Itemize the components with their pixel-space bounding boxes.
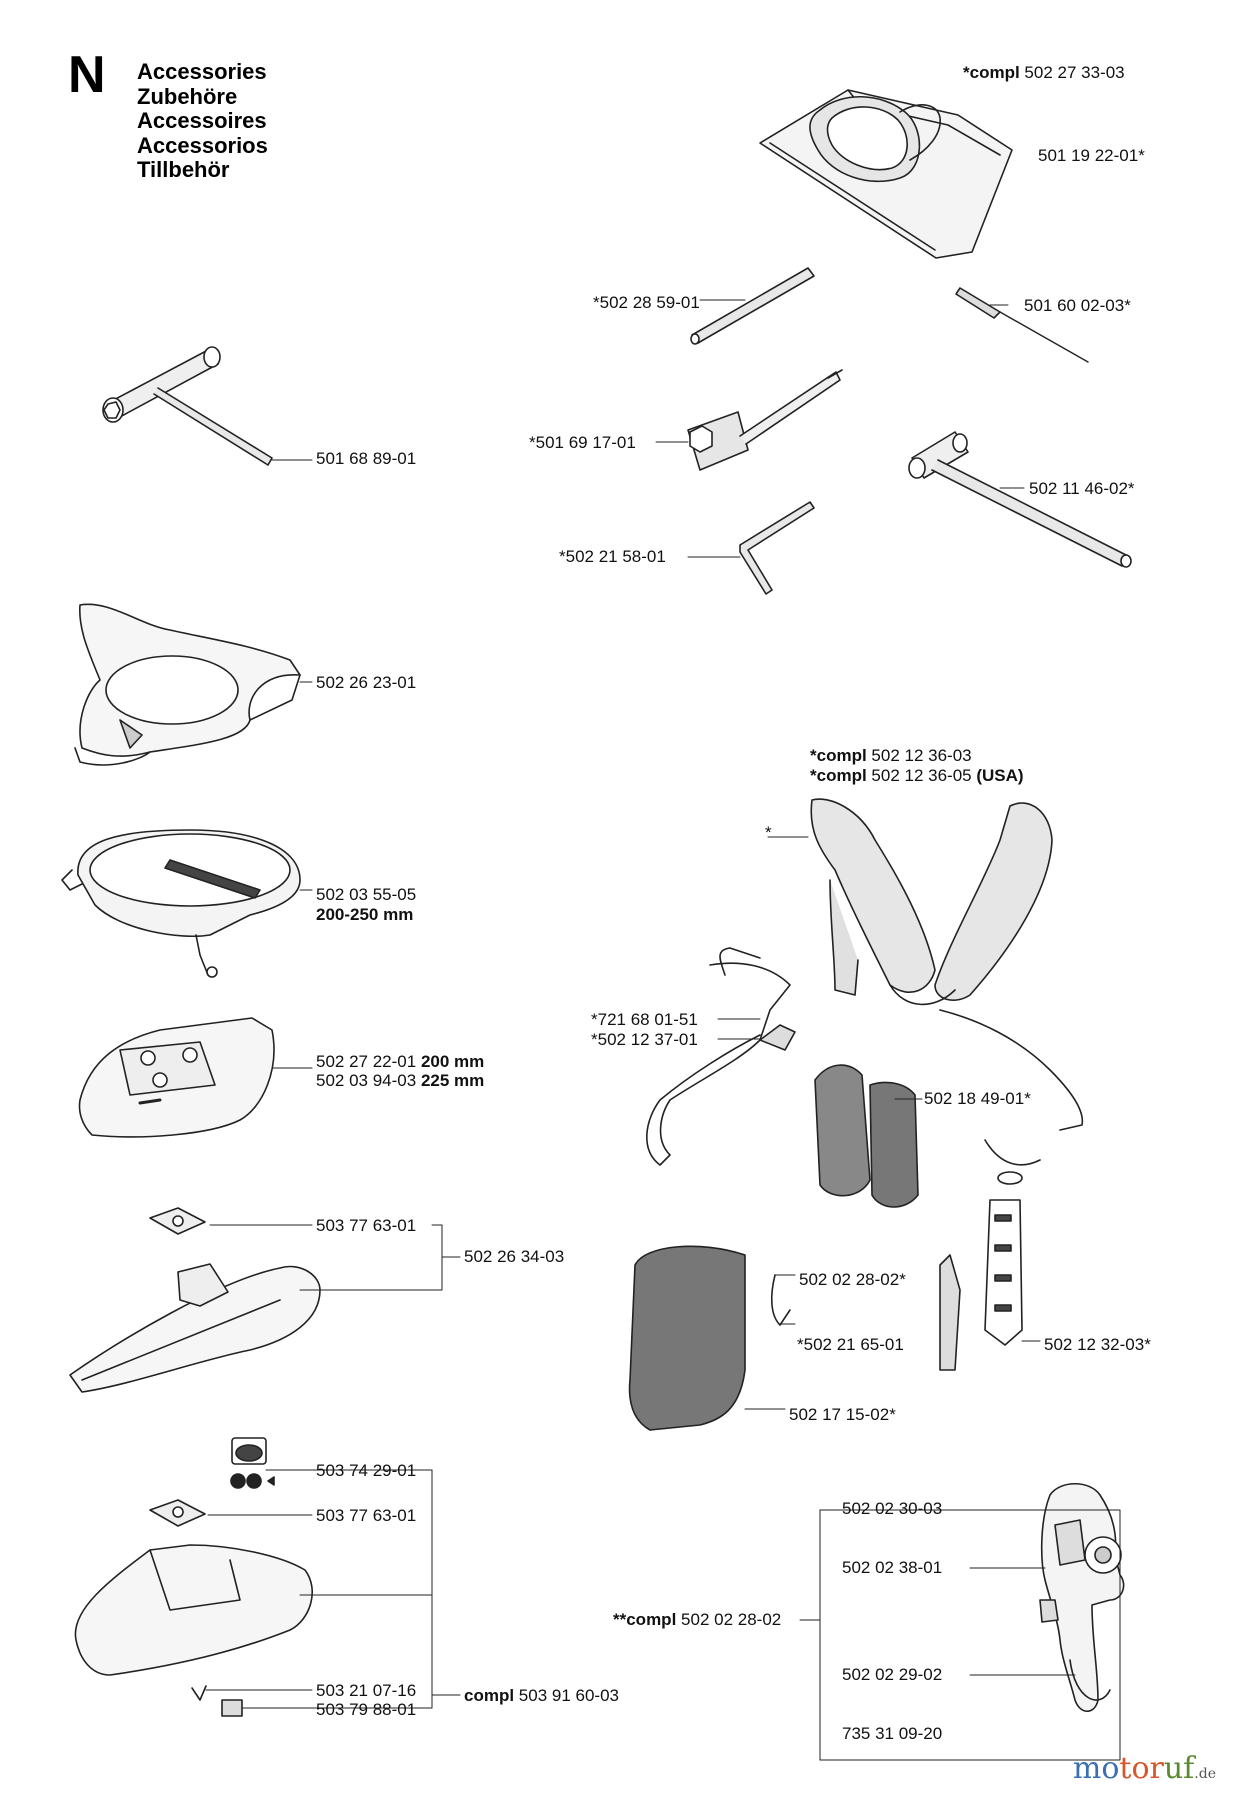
handle-part-a-number: 502 02 30-03 bbox=[842, 1499, 943, 1518]
bag-compl-label: *compl 502 27 33-03 bbox=[963, 63, 1125, 82]
blade-plate-part-number: 503 77 63-01 bbox=[316, 1216, 417, 1235]
hook-part-number: 502 02 28-02* bbox=[799, 1270, 906, 1289]
tbar-wrench-part-number: 501 68 89-01 bbox=[316, 449, 417, 468]
tbar-wrench-drawing bbox=[102, 346, 313, 466]
hex-key-part-number: *502 21 58-01 bbox=[559, 547, 666, 566]
spark-wrench-part-number: *501 69 17-01 bbox=[529, 433, 636, 452]
handle-part-d-number: 735 31 09-20 bbox=[842, 1724, 943, 1743]
support-cup-part-number: 502 26 23-01 bbox=[316, 673, 417, 692]
clip-part-number: *721 68 01-51 bbox=[591, 1010, 698, 1029]
section-title-en: Accessories bbox=[137, 59, 267, 84]
harness-compl-usa-label: *compl 502 12 36-05 (USA) bbox=[810, 766, 1024, 785]
brand-logo: motoruf.de bbox=[1073, 1753, 1216, 1790]
handle-compl-label: **compl 502 02 28-02 bbox=[613, 1610, 782, 1629]
buckle-part-number: *502 12 37-01 bbox=[591, 1030, 698, 1049]
file-drawing bbox=[955, 287, 1089, 363]
bag-part-number: 501 19 22-01* bbox=[1038, 146, 1145, 165]
spark-plug-wrench-drawing bbox=[655, 369, 843, 471]
handle-part-b-number: 502 02 38-01 bbox=[842, 1558, 943, 1577]
brand-name: motoruf bbox=[1072, 1751, 1195, 1786]
blade-guard-kit-part-number: 502 26 34-03 bbox=[464, 1247, 565, 1266]
grass-guard-b-label: 502 03 94-03 225 mm bbox=[316, 1071, 485, 1090]
trimmer-kit-compl-label: compl 503 91 60-03 bbox=[464, 1686, 619, 1705]
rod-drawing bbox=[690, 267, 815, 345]
ring-guard-part-number: 502 03 55-05 bbox=[316, 885, 417, 904]
handle-assembly-drawing bbox=[799, 1483, 1125, 1761]
section-title-de: Zubehöre bbox=[137, 83, 238, 109]
section-letter: N bbox=[68, 46, 106, 104]
trimmer-plate-part-number: 503 77 63-01 bbox=[316, 1506, 417, 1525]
snap-part-number: *502 21 65-01 bbox=[797, 1335, 904, 1354]
handle-part-c-number: 502 02 29-02 bbox=[842, 1665, 943, 1684]
ring-guard-drawing bbox=[61, 829, 313, 978]
rod-part-number: *502 28 59-01 bbox=[593, 293, 700, 312]
box-wrench-drawing bbox=[908, 431, 1132, 568]
brand-tld: .de bbox=[1194, 1766, 1216, 1782]
grass-guard-drawing bbox=[78, 1017, 313, 1138]
harness-star-marker: * bbox=[765, 823, 772, 842]
screw-part-number: 503 21 07-16 bbox=[316, 1681, 417, 1700]
ring-guard-size: 200-250 mm bbox=[316, 905, 414, 924]
strap-part-number: 502 12 32-03* bbox=[1044, 1335, 1151, 1354]
trimmer-guard-drawing bbox=[74, 1437, 461, 1717]
grass-guard-a-label: 502 27 22-01 200 mm bbox=[316, 1052, 485, 1071]
support-cup-drawing bbox=[74, 603, 313, 766]
tool-bag-drawing bbox=[759, 89, 1013, 259]
hex-key-drawing bbox=[687, 501, 815, 595]
section-title-es: Accessorios bbox=[137, 132, 268, 158]
box-wrench-part-number: 502 11 46-02* bbox=[1029, 479, 1135, 498]
trimmer-head-cap-part-number: 503 74 29-01 bbox=[316, 1461, 417, 1480]
harness-drawing bbox=[628, 798, 1084, 1431]
section-title-list: Accessories Zubehöre Accessoires Accesso… bbox=[137, 59, 268, 183]
clamp-part-number: 503 79 88-01 bbox=[316, 1700, 417, 1719]
harness-compl-label: *compl 502 12 36-03 bbox=[810, 746, 972, 765]
hip-pads-part-number: 502 18 49-01* bbox=[924, 1089, 1031, 1108]
section-title-sv: Tillbehör bbox=[137, 157, 230, 182]
section-title-fr: Accessoires bbox=[137, 108, 267, 133]
hip-pad-part-number: 502 17 15-02* bbox=[789, 1405, 896, 1424]
blade-guard-drawing bbox=[69, 1207, 461, 1393]
file-part-number: 501 60 02-03* bbox=[1024, 296, 1131, 315]
